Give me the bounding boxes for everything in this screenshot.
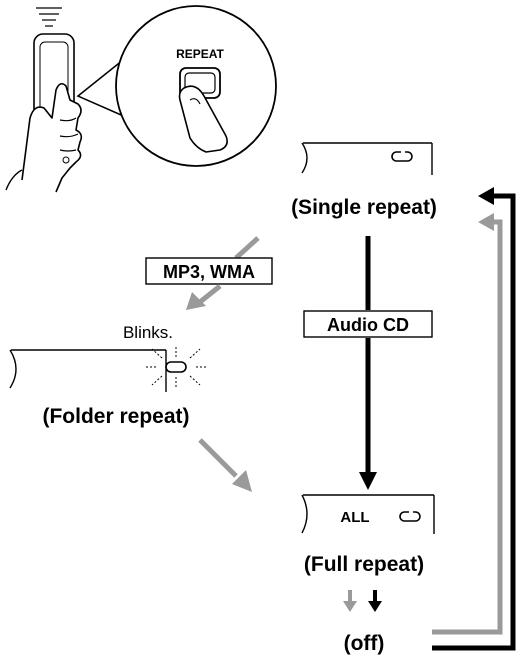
black-arrow-to-off [368, 590, 382, 612]
signal-icon [36, 8, 62, 26]
repeat-loop-icon [400, 511, 420, 521]
full-repeat-caption: (Full repeat) [304, 553, 424, 576]
gray-return-loop [432, 213, 500, 632]
repeat-loop-icon [392, 151, 412, 161]
gray-arrow-segment [236, 238, 258, 258]
display-full-repeat: ALL [302, 495, 434, 534]
gray-arrow-to-off [343, 590, 357, 612]
all-indicator: ALL [340, 509, 369, 526]
off-caption: (off) [344, 632, 385, 655]
gray-arrow-down-left [186, 286, 220, 310]
blinks-note: Blinks. [123, 323, 173, 342]
folder-repeat-caption: (Folder repeat) [42, 405, 189, 428]
remote-control-illustration [6, 8, 81, 192]
display-single-repeat [302, 143, 432, 175]
blinking-repeat-icon [144, 345, 208, 389]
mp3-wma-label: MP3, WMA [163, 262, 255, 282]
black-arrow-down [359, 338, 377, 490]
repeat-button-label: REPEAT [176, 47, 224, 61]
audio-cd-label: Audio CD [327, 315, 409, 335]
single-repeat-caption: (Single repeat) [291, 196, 437, 219]
display-folder-repeat [10, 345, 208, 392]
gray-arrow-down-right [200, 440, 252, 492]
